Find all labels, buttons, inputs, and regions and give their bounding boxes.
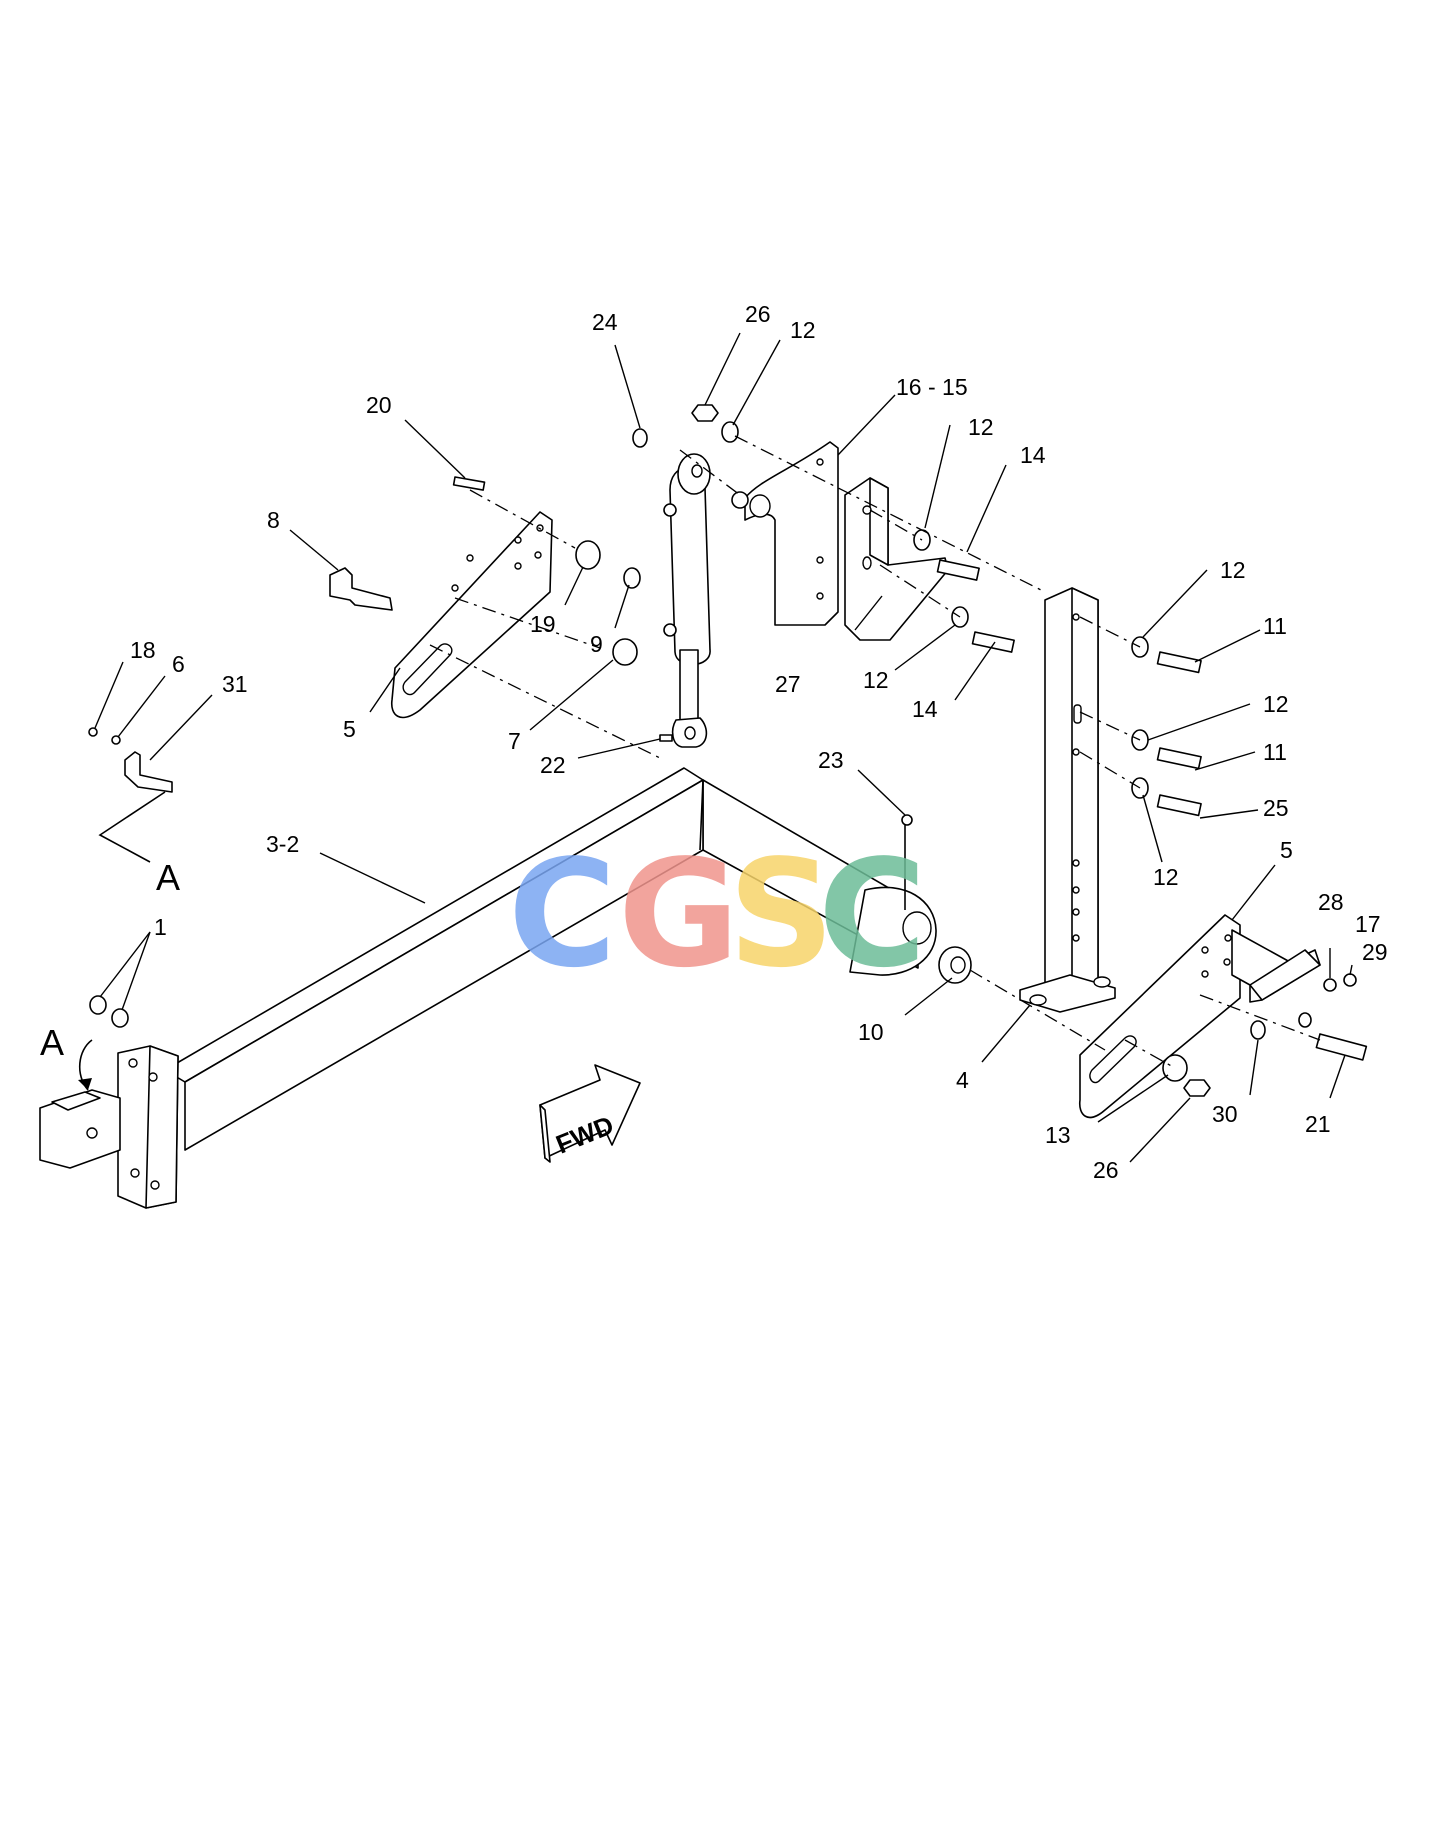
assembly-lines (429, 435, 1321, 1069)
callout-14-a: 14 (1020, 442, 1046, 468)
bracket-16-15 (731, 441, 839, 626)
callout-28: 28 (1318, 889, 1344, 915)
callout-1: 1 (154, 914, 167, 940)
callouts: 24 26 12 16 - 15 20 8 19 9 5 7 22 12 14 … (40, 301, 1388, 1183)
callout-27: 27 (775, 671, 801, 697)
callout-19: 19 (530, 611, 556, 637)
section-view-a: A (156, 857, 180, 898)
vertical-post (1019, 587, 1116, 1013)
callout-3-2: 3-2 (266, 831, 299, 857)
watermark-letter-4: C (818, 828, 927, 1000)
watermark: C G S C (508, 828, 927, 1000)
main-beam (39, 767, 937, 1209)
section-target-a: A (40, 1022, 64, 1063)
callout-31: 31 (222, 671, 248, 697)
callout-20: 20 (366, 392, 392, 418)
callout-6: 6 (172, 651, 185, 677)
callout-26-top: 26 (745, 301, 771, 327)
callout-12-c: 12 (863, 667, 889, 693)
callout-21: 21 (1305, 1111, 1331, 1137)
callout-12-f: 12 (1153, 864, 1179, 890)
callout-5-left: 5 (343, 716, 356, 742)
callout-12-e: 12 (1263, 691, 1289, 717)
hydraulic-cylinder (663, 453, 711, 748)
callout-4: 4 (956, 1067, 969, 1093)
callout-14-b: 14 (912, 696, 938, 722)
bracket-plate-right (1079, 914, 1321, 1119)
watermark-letter-3: S (728, 828, 835, 1000)
callout-10: 10 (858, 1019, 884, 1045)
section-a-link (78, 791, 166, 1091)
callout-18: 18 (130, 637, 156, 663)
callout-11-a: 11 (1263, 613, 1287, 639)
callout-9: 9 (590, 631, 603, 657)
bracket-27 (844, 477, 949, 641)
bracket-plate-left (391, 511, 553, 719)
callout-12-b: 12 (968, 414, 994, 440)
callout-29: 29 (1362, 939, 1388, 965)
callout-11-b: 11 (1263, 739, 1287, 765)
callout-26-b: 26 (1093, 1157, 1119, 1183)
callout-12-top: 12 (790, 317, 816, 343)
callout-13: 13 (1045, 1122, 1071, 1148)
callout-5-right: 5 (1280, 837, 1293, 863)
fwd-arrow: FWD (539, 1064, 641, 1163)
callout-25: 25 (1263, 795, 1289, 821)
callout-22: 22 (540, 752, 566, 778)
watermark-letter-2: G (618, 828, 739, 1000)
watermark-letter-1: C (508, 828, 617, 1000)
callout-24: 24 (592, 309, 618, 335)
callout-16-15: 16 - 15 (896, 374, 968, 400)
callout-8: 8 (267, 507, 280, 533)
callout-12-d: 12 (1220, 557, 1246, 583)
callout-30: 30 (1212, 1101, 1238, 1127)
callout-7: 7 (508, 728, 521, 754)
callout-23: 23 (818, 747, 844, 773)
leader-lines (94, 332, 1353, 1163)
callout-17: 17 (1355, 911, 1381, 937)
